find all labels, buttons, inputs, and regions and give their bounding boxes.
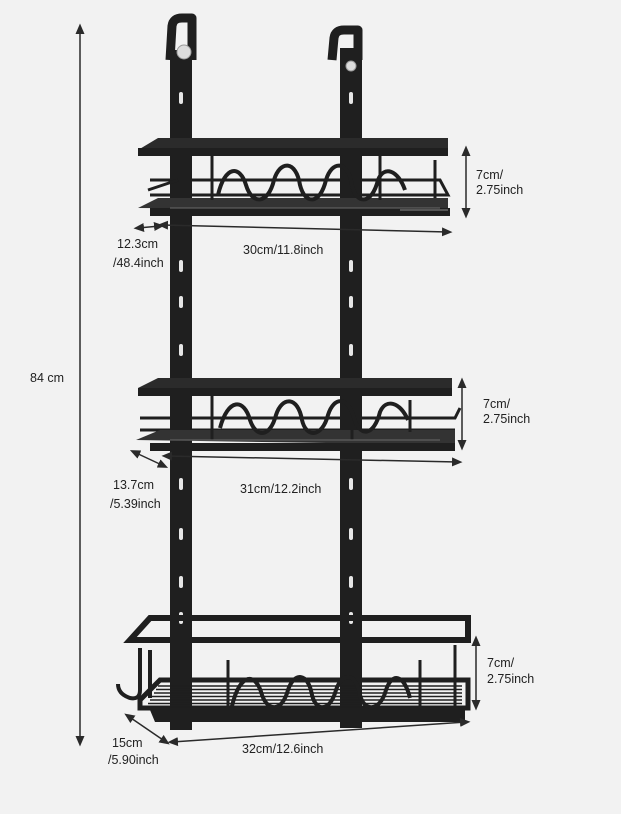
tier2-width-label: 31cm/12.2inch (240, 482, 322, 496)
tier2-width-dimension (161, 451, 463, 467)
shelf-tier-2 (136, 378, 462, 451)
upright-slot (179, 576, 183, 588)
upright-slot (179, 260, 183, 272)
shelf-tier-1 (138, 138, 451, 216)
upright-slot (179, 296, 183, 308)
tier3-depth-label-line1: 15cm (112, 736, 143, 750)
total-height-label: 84 cm (30, 371, 65, 385)
tier1-height-label-line2: 2.75inch (476, 183, 524, 197)
upright-slot (349, 528, 353, 540)
upright-slot (349, 576, 353, 588)
upright-slot (349, 478, 353, 490)
tier2-depth-dimension (129, 450, 169, 468)
tier3-width-dimension (167, 717, 471, 747)
upright-slot (179, 528, 183, 540)
upright-slot (179, 92, 183, 104)
upright-slot (349, 260, 353, 272)
tier2-depth-label-line1: 13.7cm (113, 478, 154, 492)
tier2-height-label-line1: 7cm/ (483, 397, 511, 411)
tier1-depth-dimension (133, 222, 165, 232)
adjustment-slots (179, 92, 353, 624)
tier1-width-label: 30cm/11.8inch (243, 243, 324, 257)
tier3-height-label-line1: 7cm/ (487, 656, 515, 670)
tier1-depth-label-line1: 12.3cm (117, 237, 158, 251)
basket-tier-3 (116, 615, 471, 722)
tier2-height-label-line2: 2.75inch (483, 412, 531, 426)
tier2-depth-label-line2: /5.39inch (110, 497, 161, 511)
tier3-depth-dimension (124, 713, 170, 745)
tier1-width-dimension (157, 220, 453, 237)
upright-slot (349, 344, 353, 356)
tier1-height-label-line1: 7cm/ (476, 168, 504, 182)
upright-slot (179, 478, 183, 490)
upright-slot (179, 344, 183, 356)
tier3-width-label: 32cm/12.6inch (242, 742, 324, 756)
tier3-height-label-line2: 2.75inch (487, 672, 535, 686)
tier1-depth-label-line2: /48.4inch (113, 256, 164, 270)
upright-slot (349, 296, 353, 308)
tier3-depth-label-line2: /5.90inch (108, 753, 159, 767)
basket-wire-grid (146, 685, 462, 708)
upright-slot (349, 92, 353, 104)
